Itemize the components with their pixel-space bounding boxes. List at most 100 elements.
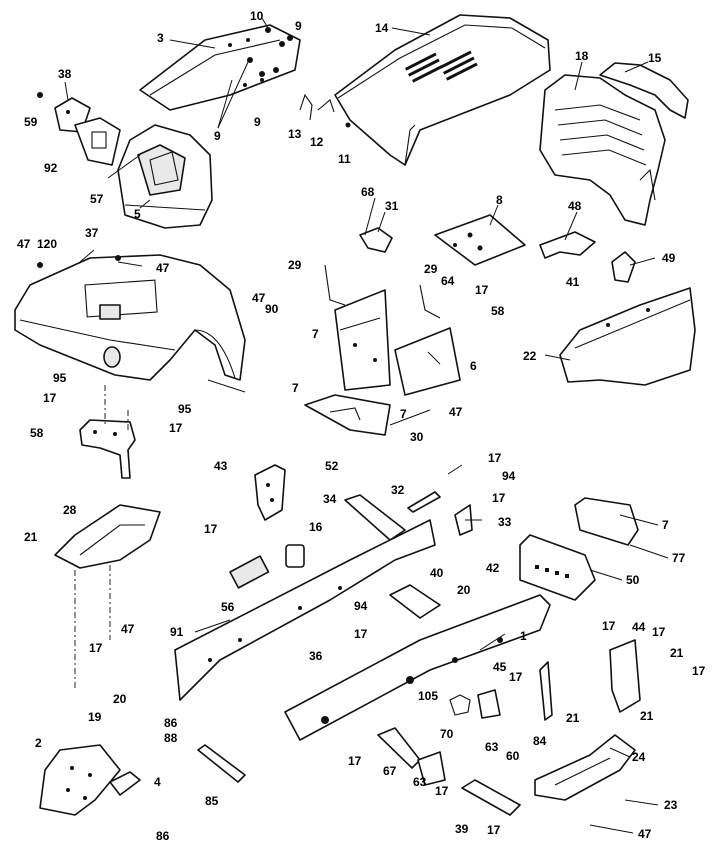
label-9: 9 [295,19,302,33]
label-77: 77 [672,551,686,565]
bracket-part-40 [389,584,441,619]
label-7c: 7 [400,407,407,421]
label-95a: 95 [53,371,67,385]
battery-box-part-6 [334,289,461,396]
bracket-part-43 [254,464,286,521]
frame-rail-part-91 [174,519,436,701]
label-15: 15 [648,51,662,65]
label-32: 32 [391,483,405,497]
label-63a: 63 [485,740,499,754]
footrest-part-24 [534,734,636,801]
label-17i: 17 [652,625,666,639]
label-58a: 58 [491,304,505,318]
screw-part-47-top [115,255,121,261]
label-120: 120 [37,237,57,251]
hood-part-14 [334,14,551,166]
label-17j: 17 [692,664,706,678]
bracket-part-39 [461,779,521,816]
label-52: 52 [325,459,339,473]
screw-cluster-part-10 [247,27,293,77]
label-1: 1 [520,629,527,643]
label-64: 64 [441,274,455,288]
label-14: 14 [375,21,389,35]
link-part-63 [417,751,446,786]
label-19: 19 [88,710,102,724]
pedal-arm-part-67 [377,727,421,769]
fender-part-37 [14,254,246,381]
label-17m: 17 [348,754,362,768]
label-91: 91 [170,625,184,639]
part-labels: 10 9 3 14 18 15 38 59 92 57 5 9 9 13 12 … [17,9,706,843]
plate-part-7 [574,497,639,546]
label-10: 10 [250,9,264,23]
grille-plate-part-50 [519,534,596,601]
label-8: 8 [496,193,503,207]
label-29b: 29 [424,262,438,276]
label-21d: 21 [640,709,654,723]
label-57: 57 [90,192,104,206]
label-2: 2 [35,736,42,750]
label-17c: 17 [169,421,183,435]
label-17g: 17 [602,619,616,633]
label-94a: 94 [502,469,516,483]
label-17k: 17 [89,641,103,655]
label-47a: 47 [17,237,31,251]
label-39: 39 [455,822,469,836]
clip-part-49 [611,251,636,283]
label-4: 4 [154,775,161,789]
label-47e: 47 [121,622,135,636]
hood-bracket-parts-13-12-11 [299,93,351,128]
label-31: 31 [385,199,399,213]
label-47c: 47 [252,291,266,305]
label-3: 3 [157,31,164,45]
label-50: 50 [626,573,640,587]
label-9c: 9 [254,115,261,129]
label-7a: 7 [312,327,319,341]
label-59: 59 [24,115,38,129]
spring-part-70 [449,694,471,716]
label-21a: 21 [24,530,38,544]
label-70: 70 [440,727,454,741]
label-21c: 21 [566,711,580,725]
label-17o: 17 [487,823,501,837]
label-7b: 7 [292,381,299,395]
label-85: 85 [205,794,219,808]
bracket-part-29-left [324,264,346,306]
cap-part-16 [285,544,305,568]
label-63b: 63 [413,775,427,789]
label-12: 12 [310,135,324,149]
label-41: 41 [566,275,580,289]
dash-panel-part-3 [139,24,301,111]
label-30: 30 [410,430,424,444]
label-11: 11 [338,152,351,166]
floor-plate-part-30 [304,394,391,436]
label-105: 105 [418,689,438,703]
side-panel-part-22 [559,287,696,386]
label-95b: 95 [178,402,192,416]
label-48: 48 [568,199,582,213]
bracket-part-48 [539,231,596,259]
label-17f: 17 [204,522,218,536]
label-28: 28 [63,503,77,517]
bracket-part-33 [454,504,473,536]
label-24: 24 [632,750,646,764]
label-34: 34 [323,492,337,506]
label-18: 18 [575,49,589,63]
label-17a: 17 [475,283,489,297]
label-49: 49 [662,251,676,265]
bracket-part-31 [359,227,393,253]
headlight-bracket-part-15 [599,62,689,119]
seat-pan-part-28 [54,504,161,690]
bracket-part-44 [609,639,641,713]
bracket-part-85 [197,744,246,783]
label-67: 67 [383,764,397,778]
strap-part-32 [407,491,441,513]
label-60: 60 [506,749,520,763]
label-47b: 47 [156,261,170,275]
label-38: 38 [58,67,72,81]
fuel-tank-part-5 [117,124,213,229]
label-22: 22 [523,349,537,363]
label-6: 6 [470,359,477,373]
label-16: 16 [309,520,323,534]
